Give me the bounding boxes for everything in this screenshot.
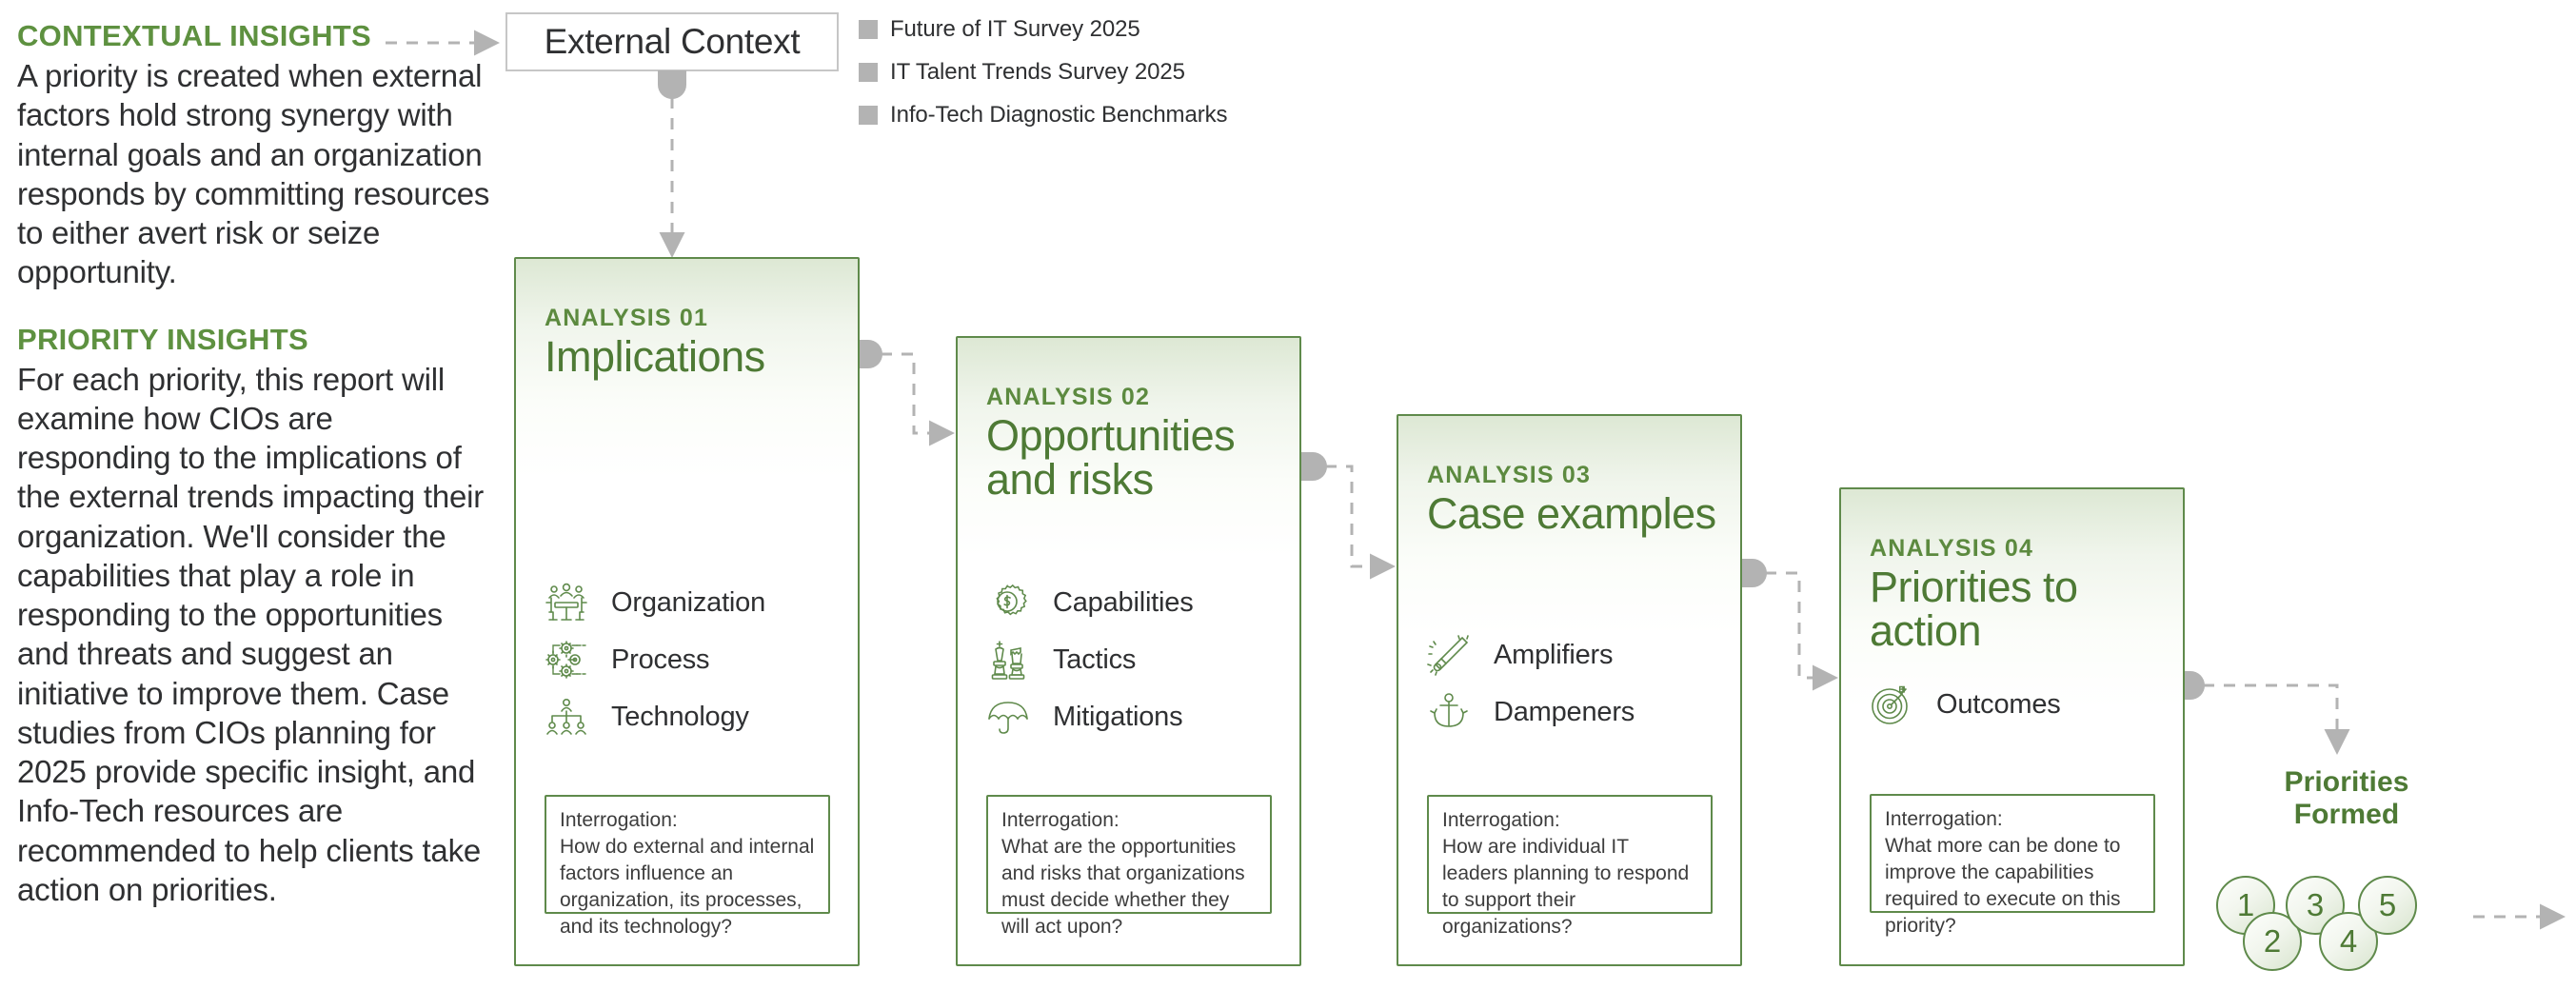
bullet-item: Capabilities <box>984 581 1194 624</box>
outcomes-target-icon <box>1868 683 1915 726</box>
legend-item-label: Info-Tech Diagnostic Benchmarks <box>890 102 1228 128</box>
card-title: Case examples <box>1427 489 1716 538</box>
tactics-chess-icon <box>984 638 1032 682</box>
bullet-label: Organization <box>611 586 766 618</box>
bullet-label: Technology <box>611 701 749 732</box>
interrogation-box: Interrogation: What more can be done to … <box>1870 794 2155 937</box>
interrogation-box: Interrogation: What are the opportunitie… <box>986 795 1272 938</box>
bullet-label: Mitigations <box>1053 701 1183 732</box>
left-text-column: CONTEXTUAL INSIGHTS A priority is create… <box>17 21 493 909</box>
card-title: Implications <box>545 332 765 381</box>
card-bullet-list: Capabilities <box>984 581 1194 752</box>
bullet-item: Amplifiers <box>1425 633 1635 677</box>
card-bullet-list: Organization <box>543 581 765 752</box>
bullet-label: Dampeners <box>1494 696 1635 727</box>
interrogation-body: How are individual IT leaders planning t… <box>1442 835 1690 938</box>
legend-swatch-icon <box>859 20 878 39</box>
bullet-item: Dampeners <box>1425 690 1635 734</box>
card-bullet-list: Amplifiers Dampeners <box>1425 633 1635 747</box>
priority-insights-heading: PRIORITY INSIGHTS <box>17 322 308 356</box>
legend-item: IT Talent Trends Survey 2025 <box>859 56 1227 89</box>
interrogation-box: Interrogation: How do external and inter… <box>545 795 830 938</box>
bullet-item: Process <box>543 638 765 682</box>
interrogation-heading: Interrogation: <box>1442 809 1560 831</box>
analysis-card-04[interactable]: ANALYSIS 04 Priorities to action Outcome… <box>1839 487 2185 966</box>
interrogation-body: What more can be done to improve the cap… <box>1885 834 2121 937</box>
priority-circle-4[interactable]: 4 <box>2319 912 2378 971</box>
priority-circle-3[interactable]: 3 <box>2286 876 2345 935</box>
priorities-formed-title: Priorities Formed <box>2284 766 2409 830</box>
priorities-formed-group: Priorities Formed <box>2242 766 2451 830</box>
technology-icon <box>543 695 590 739</box>
external-context-box: External Context <box>505 12 839 71</box>
bullet-label: Capabilities <box>1053 586 1194 618</box>
contextual-insights-block: CONTEXTUAL INSIGHTS A priority is create… <box>17 21 493 292</box>
process-icon <box>543 638 590 682</box>
card-eyebrow: ANALYSIS 04 <box>1870 535 2034 562</box>
legend-item: Future of IT Survey 2025 <box>859 13 1227 46</box>
priority-circle-5[interactable]: 5 <box>2358 876 2417 935</box>
legend-swatch-icon <box>859 63 878 82</box>
bullet-item: Tactics <box>984 638 1194 682</box>
card-title: Priorities to action <box>1870 563 2078 655</box>
interrogation-body: What are the opportunities and risks tha… <box>1001 835 1245 938</box>
external-context-label: External Context <box>544 22 801 61</box>
card-eyebrow: ANALYSIS 02 <box>986 384 1151 410</box>
contextual-insights-heading: CONTEXTUAL INSIGHTS <box>17 19 371 52</box>
amplifiers-megaphone-icon <box>1425 633 1473 677</box>
analysis-card-03[interactable]: ANALYSIS 03 Case examples Amplifiers <box>1397 414 1742 966</box>
analysis-card-02[interactable]: ANALYSIS 02 Opportunities and risks Capa… <box>956 336 1301 966</box>
analysis-card-01[interactable]: ANALYSIS 01 Implications Organization <box>514 257 860 966</box>
card-eyebrow: ANALYSIS 01 <box>545 305 709 331</box>
bullet-item: Outcomes <box>1868 683 2061 726</box>
interrogation-box: Interrogation: How are individual IT lea… <box>1427 795 1713 938</box>
priority-insights-body: For each priority, this report will exam… <box>17 361 485 907</box>
dampeners-anchor-icon <box>1425 690 1473 734</box>
card-eyebrow: ANALYSIS 03 <box>1427 462 1592 488</box>
mitigations-umbrella-icon <box>984 695 1032 739</box>
legend-item-label: Future of IT Survey 2025 <box>890 16 1140 42</box>
bullet-label: Tactics <box>1053 644 1137 675</box>
card-bullet-list: Outcomes <box>1868 683 2061 740</box>
priority-insights-block: PRIORITY INSIGHTS For each priority, thi… <box>17 325 493 910</box>
interrogation-heading: Interrogation: <box>560 809 678 831</box>
contextual-insights-body: A priority is created when external fact… <box>17 58 490 290</box>
legend: Future of IT Survey 2025 IT Talent Trend… <box>859 13 1228 142</box>
bullet-label: Outcomes <box>1936 688 2061 720</box>
bullet-item: Technology <box>543 695 765 739</box>
bullet-label: Process <box>611 644 710 675</box>
priorities-formed-circles: 1 2 3 4 5 <box>2209 866 2494 990</box>
interrogation-heading: Interrogation: <box>1001 809 1120 831</box>
bullet-item: Organization <box>543 581 765 624</box>
legend-item: Info-Tech Diagnostic Benchmarks <box>859 99 1228 131</box>
organization-icon <box>543 581 590 624</box>
legend-item-label: IT Talent Trends Survey 2025 <box>890 59 1185 85</box>
interrogation-heading: Interrogation: <box>1885 808 2003 830</box>
capabilities-gear-dollar-icon <box>984 581 1032 624</box>
bullet-label: Amplifiers <box>1494 639 1614 670</box>
bullet-item: Mitigations <box>984 695 1194 739</box>
interrogation-body: How do external and internal factors inf… <box>560 835 815 938</box>
legend-swatch-icon <box>859 106 878 125</box>
card-title: Opportunities and risks <box>986 411 1236 504</box>
